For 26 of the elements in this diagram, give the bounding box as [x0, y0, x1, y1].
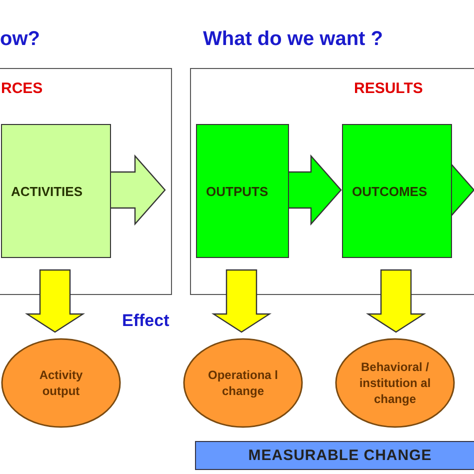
ellipse-label: Behavioral / institution al change [358, 359, 432, 407]
frame-heading: RESULTS [354, 80, 423, 97]
frame-heading: RCES [1, 80, 43, 97]
block-label: OUTCOMES [351, 184, 428, 198]
block-arrow [211, 269, 272, 333]
effect-ellipse [335, 338, 455, 428]
section-title: ow? [0, 28, 40, 51]
process-block [1, 124, 111, 258]
block-label: OUTPUTS [205, 184, 268, 198]
banner-label: MEASURABLE CHANGE [248, 447, 432, 464]
block-arrow [287, 154, 342, 226]
effect-ellipse [183, 338, 303, 428]
group-frame [190, 68, 474, 295]
block-label: ACTIVITIES [10, 184, 83, 198]
process-block [342, 124, 452, 258]
effect-ellipse [1, 338, 121, 428]
process-block [196, 124, 289, 258]
ellipse-label: Operationa l change [206, 367, 279, 399]
group-frame [0, 68, 172, 295]
banner-bar [195, 441, 474, 470]
block-arrow [24, 269, 86, 333]
block-arrow [366, 269, 426, 333]
ellipse-label: Activity output [38, 367, 84, 399]
section-label: Effect [122, 311, 170, 331]
section-title: What do we want ? [203, 28, 383, 51]
block-arrow [109, 154, 166, 226]
